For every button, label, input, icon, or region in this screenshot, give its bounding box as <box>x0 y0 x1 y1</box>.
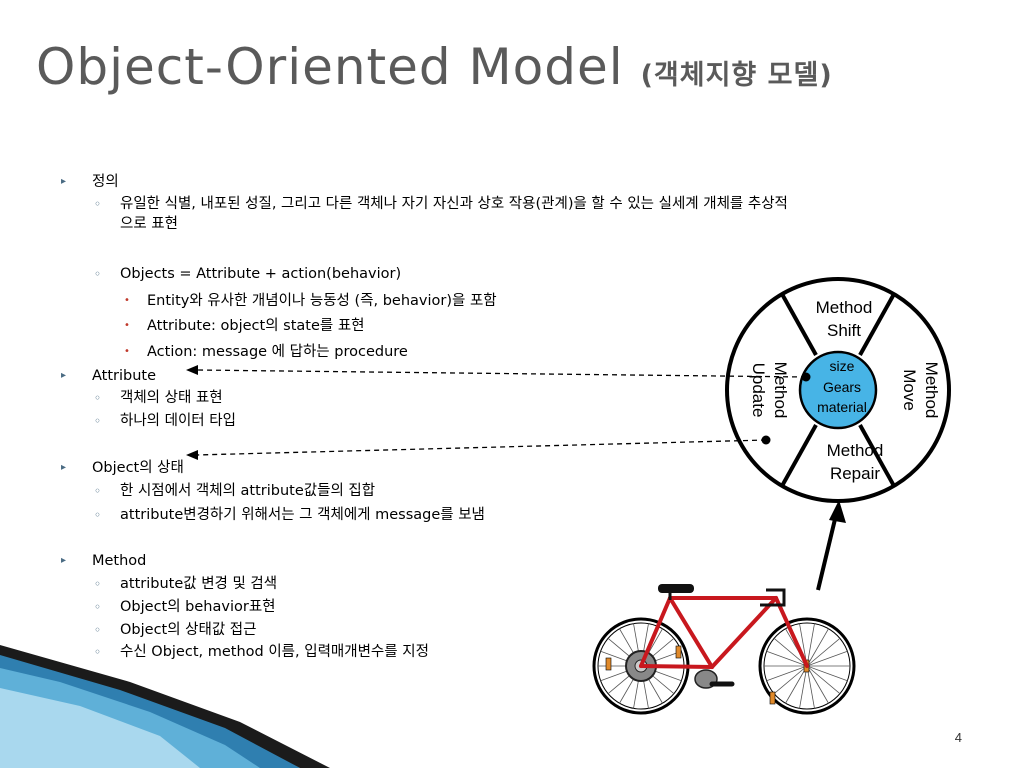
method-update-line1: Method <box>771 362 790 419</box>
method-move-line1: Method <box>922 362 941 419</box>
bullet-text-level-2: 하나의 데이터 타입 <box>120 413 236 429</box>
bullet-text-level-2: 유일한 식별, 내포된 성질, 그리고 다른 객체나 자기 자신과 상호 작용(… <box>120 196 788 212</box>
bullet-marker-level-2: ◦ <box>94 600 102 614</box>
bullet-marker-level-2: ◦ <box>94 508 102 522</box>
bullet-text-level-2: Object의 behavior표현 <box>120 599 276 615</box>
method-repair-line2: Repair <box>830 464 880 483</box>
bullet-text-level-2: 객체의 상태 표현 <box>120 390 223 406</box>
bullet-text-level-2: attribute변경하기 위해서는 그 객체에게 message를 보냄 <box>120 507 485 523</box>
bullet-text-level-3: Entity와 유사한 개념이나 능동성 (즉, behavior)을 포함 <box>147 293 497 309</box>
bullet-marker-level-1: ▸ <box>61 370 67 381</box>
bullet-marker-level-2: ◦ <box>94 645 102 659</box>
attr-gears: Gears <box>823 379 861 395</box>
dashed-arrows <box>186 365 811 460</box>
bullet-marker-level-1: ▸ <box>61 462 67 473</box>
title-sub: (객체지향 모델) <box>640 60 833 91</box>
bicycle-icon <box>592 584 856 715</box>
method-shift-line1: Method <box>816 298 873 317</box>
title-main: Object-Oriented Model <box>36 38 624 96</box>
bullet-marker-level-2: ◦ <box>94 267 102 281</box>
page-number: 4 <box>954 730 962 745</box>
method-update-line2: Update <box>749 363 768 418</box>
bullet-marker-level-2: ◦ <box>94 484 102 498</box>
bullet-text-level-2: Objects = Attribute + action(behavior) <box>120 266 402 282</box>
bullet-text-level-2: Object의 상태값 접근 <box>120 622 257 638</box>
bullet-text-level-1: Method <box>92 553 147 569</box>
decorative-swoosh <box>0 645 330 768</box>
bullet-text-level-1: 정의 <box>92 174 119 190</box>
bullet-marker-level-1: ▸ <box>61 176 67 187</box>
attr-size: size <box>830 358 855 374</box>
method-move-line2: Move <box>900 369 919 411</box>
method-shift-line2: Shift <box>827 321 861 340</box>
bullet-text-level-3: Action: message 에 답하는 procedure <box>147 344 408 360</box>
bike-arrow <box>816 500 846 591</box>
bullet-text-level-2: 한 시점에서 객체의 attribute값들의 집합 <box>120 483 376 499</box>
bullet-marker-level-3: • <box>124 320 130 331</box>
bullet-marker-level-2: ◦ <box>94 623 102 637</box>
object-circle: Method Shift Method Repair Method Update… <box>725 277 951 503</box>
bullet-text-level-1: Attribute <box>92 368 157 384</box>
slide-title: Object-Oriented Model (객체지향 모델) <box>36 38 833 96</box>
bullet-marker-level-3: • <box>124 295 130 306</box>
bullet-text-level-2: attribute값 변경 및 검색 <box>120 576 278 592</box>
bullet-marker-level-1: ▸ <box>61 555 67 566</box>
bullet-marker-level-2: ◦ <box>94 197 102 211</box>
bullet-text-level-2: 수신 Object, method 이름, 입력매개변수를 지정 <box>120 644 429 660</box>
bullet-marker-level-3: • <box>124 346 130 357</box>
bullet-text-level-1: Object의 상태 <box>92 460 184 476</box>
bullet-marker-level-2: ◦ <box>94 577 102 591</box>
bullet-marker-level-2: ◦ <box>94 391 102 405</box>
method-repair-line1: Method <box>827 441 884 460</box>
object-core <box>798 350 878 430</box>
bullet-text-level-2: 으로 표현 <box>120 216 178 232</box>
bullet-text-level-3: Attribute: object의 state를 표현 <box>147 318 365 334</box>
bullet-marker-level-2: ◦ <box>94 414 102 428</box>
attr-material: material <box>817 399 867 415</box>
